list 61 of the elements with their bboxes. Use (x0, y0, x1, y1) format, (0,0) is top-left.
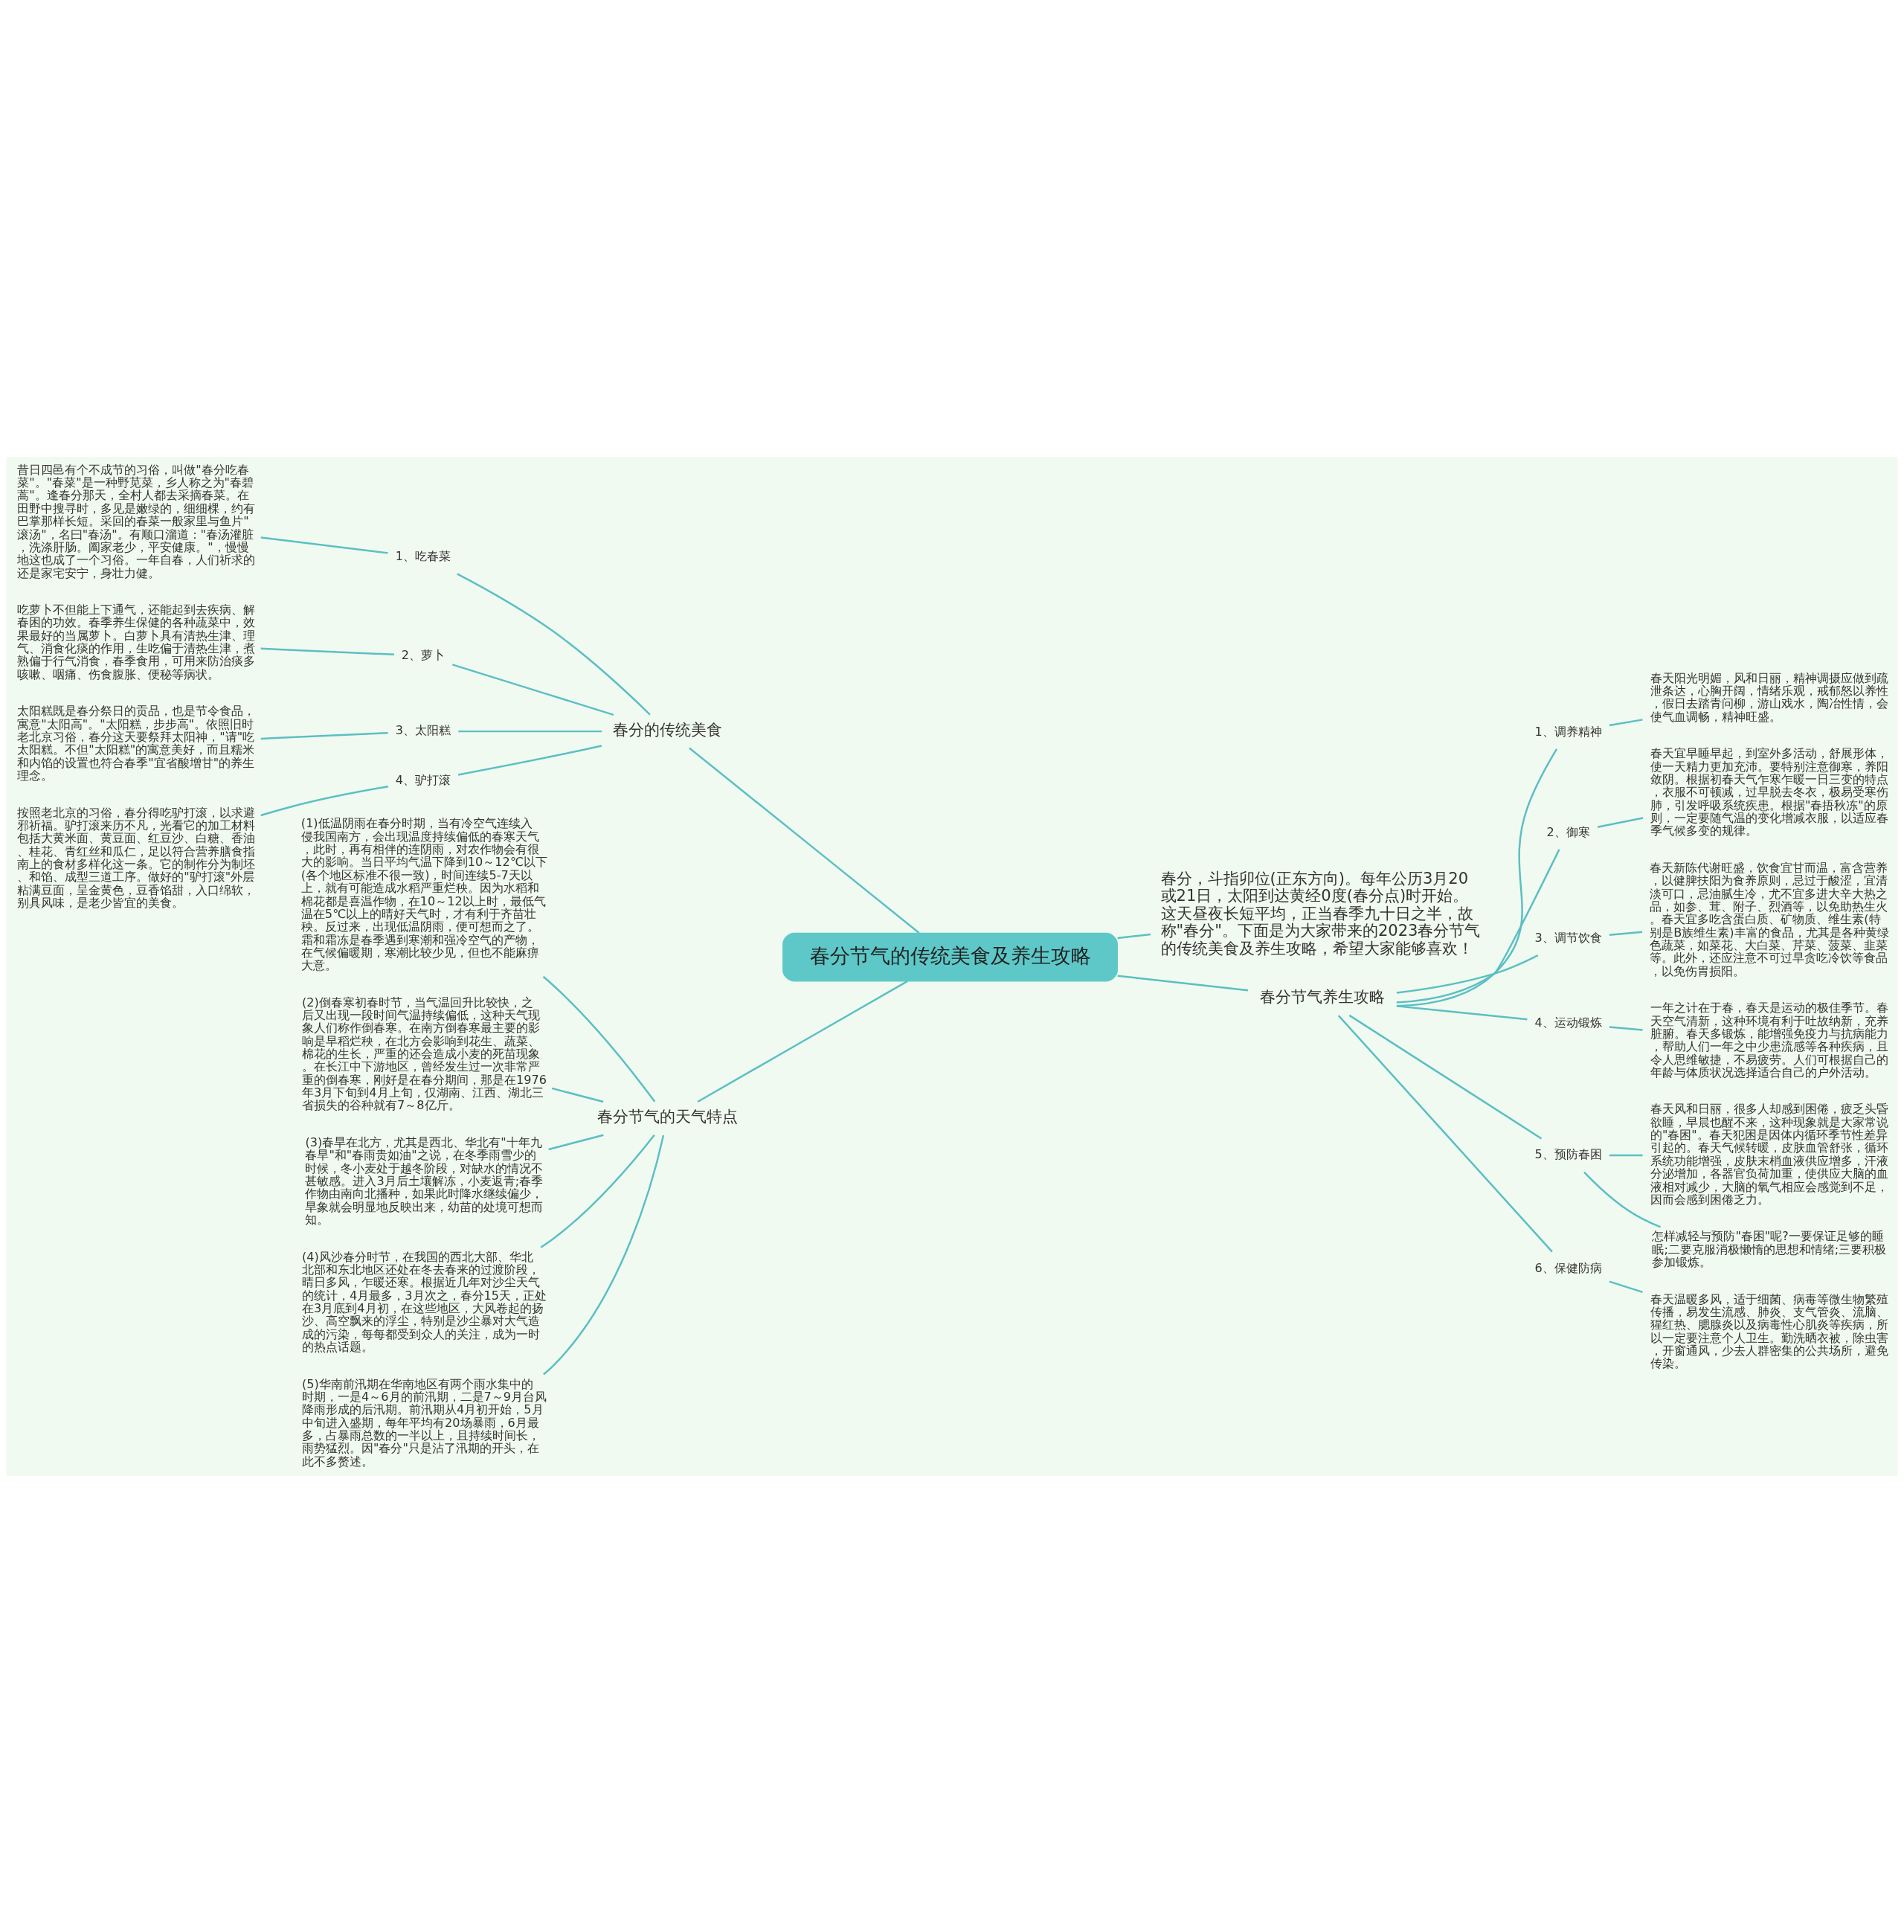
node-text: 1、调养精神 (1534, 724, 1602, 739)
connector (1396, 1004, 1528, 1021)
connector (457, 744, 602, 776)
connector (1396, 748, 1558, 1007)
connector (1597, 816, 1644, 828)
node-text: 春天宜早睡早起，到室外多活动，舒展形体，使一天精力更加充沛。要特别注意御寒，养阳敛阴。根据初春天气乍寒乍暖一日三变的特点，衣服不可顿减，过早脱去冬衣，极易受寒伤肺，引发呼吸系统疾患。根据"春捂秋冻"的原则，一定要随气温的变化增减衣服，以适应春季气候多变的规律。 (1650, 745, 1888, 838)
connector (1609, 1280, 1643, 1293)
node-text: 3、调节饮食 (1534, 930, 1602, 945)
connector (548, 1134, 604, 1150)
node-text: (2)倒春寒初春时节，当气温回升比较快，之后又出现一段时间气温持续偏低，这种天气现象人们称作倒春寒。在南方倒春寒最主要的影响是早稻烂秧，在北方会影响到花生、蔬菜、棉花的生长，严重的还会造成小麦的死苗现象。在长江中下游地区，曾经发生过一次非常严重的倒春寒，刚好是在春分期间，那是在1976年3月下旬到4月上旬，仅湖南、江西、湖北三省损失的谷种就有7～8亿斤。 (302, 995, 547, 1112)
connector (457, 572, 651, 715)
node-text: 春天风和日丽，很多人却感到困倦，疲乏头昏欲睡，早晨也醒不来，这种现象就是大家常说的"春困"。春天犯困是因体内循环季节性差异引起的。春天气候转暖，皮肤血管舒张，循环系统功能增强，皮肤末梢血液供应增多，汗液分泌增加，各器官负荷加重，使供应大脑的血液相对减少，大脑的氧气相应会感觉到不足，因而会感到困倦乏力。 (1650, 1101, 1888, 1207)
connector (1348, 1014, 1543, 1140)
node-text: (1)低温阴雨在春分时期，当有冷空气连续入侵我国南方，会出现温度持续偏低的春寒天气，此时，再有相伴的连阴雨，对农作物会有很大的影响。当日平均气温下降到10～12℃以下(各个地区标准不很一致)，时间连续5-7天以上，就有可能造成水稻严重烂秧。因为水稻和棉花都是喜温作物，在10～12以上时，最低气温在5℃以上的晴好天气时，才有利于齐苗壮秧。反过来，出现低温阴雨，便可想而之了。霜和霜冻是春季遇到寒潮和强冷空气的产物，在气候偏暖期，寒潮比较少见，但也不能麻痹大意。 (300, 815, 547, 972)
node-text: 一年之计在于春，春天是运动的极佳季节。春天空气清新，这种环境有利于吐故纳新，充养脏腑。春天多锻炼，能增强免疫力与抗病能力，帮助人们一年之中少患流感等各种疾病，且令人思维敏捷，不易疲劳。人们可根据自己的年龄与体质状况选择适合自己的户外活动。 (1650, 1000, 1888, 1079)
node-text: 昔日四邑有个不成节的习俗，叫做"春分吃春菜"。"春菜"是一种野苋菜，乡人称之为"春碧蒿"。逢春分那天，全村人都去采摘春菜。在田野中搜寻时，多见是嫩绿的，细细棵，约有巴掌那样长短。采回的春菜一般家里与鱼片"滚汤"，名曰"春汤"。有顺口溜道："春汤灌脏，洗涤肝肠。阖家老少，平安健康。"，慢慢地这也成了一个习俗。一年自春，人们祈求的还是家宅安宁，身壮力健。 (17, 462, 256, 580)
connector (697, 980, 908, 1103)
connector (260, 785, 389, 816)
connector (1609, 718, 1643, 726)
connector (551, 1087, 604, 1103)
connector (540, 1134, 655, 1248)
connector (260, 536, 388, 554)
node-text: 1、吃春菜 (395, 548, 451, 563)
node-text: 吃萝卜不但能上下通气，还能起到去疾病、解春困的功效。春季养生保健的各种蔬菜中，效果最好的当属萝卜。白萝卜具有清热生津、理气、消食化痰的作用，生吃偏于清热生津，煮熟偏于行气消食，春季食用，可用来防治痰多咳嗽、咽痛、伤食腹胀、便秘等病状。 (17, 602, 256, 681)
connector (1583, 1171, 1662, 1228)
connector (1337, 1014, 1553, 1252)
node-text: 4、驴打滚 (395, 772, 451, 787)
node-text: 2、萝卜 (401, 647, 446, 662)
connector (260, 647, 394, 655)
node-box: 春分节气的传统美食及养生攻略 (782, 932, 1118, 981)
connector (1609, 1154, 1643, 1156)
node-text: (3)春旱在北方，尤其是西北、华北有"十年九春旱"和"春雨贵如油"之说，在冬季雨雪少的时候，冬小麦处于越冬阶段，对缺水的情况不甚敏感。进入3月后土壤解冻，小麦返青;春季作物由南向北播种，如果此时降水继续偏少，旱象就会明显地反映出来，幼苗的处境可想而知。 (305, 1135, 544, 1227)
connector (1609, 930, 1643, 936)
node-text: 2、御寒 (1546, 824, 1590, 839)
node-text: 6、保健防病 (1534, 1260, 1602, 1274)
connector (1117, 974, 1249, 992)
node-text: 太阳糕既是春分祭日的贡品，也是节令食品，寓意"太阳高"。"太阳糕，步步高"。依照旧时老北京习俗，春分这天要祭拜太阳神，"请"吃太阳糕。不但"太阳糕"的寓意美好，而且糯米和内馅的设置也符合春季"宜省酸增甘"的养生理念。 (17, 703, 256, 783)
node-text: 按照老北京的习俗，春分得吃驴打滚，以求避邪祈福。驴打滚来历不凡，光看它的加工材料包括大黄米面、黄豆面、红豆沙、白糖、香油、桂花、青红丝和瓜仁，足以符合营养膳食指南上的食材多样化这一条。它的制作分为制坯、和馅、成型三道工序。做好的"驴打滚"外层粘满豆面，呈金黄色，豆香馅甜，入口绵软，别具风味，是老少皆宜的美食。 (17, 805, 256, 910)
node-text: 怎样减轻与预防"春困"呢?一要保证足够的睡眠;二要克服消极懒惰的思想和情绪;三要积极参加锻炼。 (1652, 1228, 1887, 1269)
node-text: (5)华南前汛期在华南地区有两个雨水集中的时期，一是4～6月的前汛期，二是7～9月台风降雨形成的后汛期。前汛期从4月初开始，5月中旬进入盛期，每年平均有20场暴雨，6月最多，占暴雨总数的一半以上，且持续时间长，雨势猛烈。因"春分"只是沾了汛期的开头，在此不多赘述。 (302, 1376, 547, 1469)
node-text: (4)风沙春分时节，在我国的西北大部、华北北部和东北地区还处在冬去春来的过渡阶段，晴日多风，乍暖还寒。根据近几年对沙尘天气的统计，4月最多，3月次之，春分15天，正处在3月底到4月初，在这些地区，大风卷起的扬沙、高空飘来的浮尘，特别是沙尘暴对大气造成的污染，每每都受到众人的关注，成为一时的热点话题。 (302, 1249, 547, 1354)
node-text: 4、运动锻炼 (1534, 1015, 1602, 1030)
connector (1117, 933, 1151, 939)
connector (689, 747, 920, 934)
node-text: 春天新陈代谢旺盛，饮食宜甘而温，富含营养，以健脾扶阳为食养原则，忌过于酸涩，宜清淡可口，忌油腻生冷，尤不宜多进大辛大热之品，如参、茸、附子、烈酒等，以免助热生火。春天宜多吃含蛋白质、矿物质、维生素(特别是B族维生素)丰富的食品，尤其是各种黄绿色蔬菜，如菜花、大白菜、芹菜、菠菜、韭菜等。此外，还应注意不可过早贪吃冷饮等食品，以免伤胃损阳。 (1650, 860, 1889, 978)
connector (1396, 848, 1560, 1004)
connector (543, 1135, 665, 1375)
connector (458, 730, 602, 732)
node-text: 春分的传统美食 (613, 719, 723, 739)
connector (451, 663, 614, 716)
connector (1396, 954, 1539, 994)
connector (1609, 1025, 1643, 1031)
node-text: 春分节气的天气特点 (597, 1106, 739, 1126)
node-text: 3、太阳糕 (395, 722, 451, 737)
connector (542, 975, 656, 1103)
node-text: 春天温暖多风，适于细菌、病毒等微生物繁殖传播，易发生流感、肺炎、支气管炎、流脑、猩红热、腮腺炎以及病毒性心肌炎等疾病，所以一定要注意个人卫生。勤洗晒衣被，除虫害，开窗通风，少去人群密集的公共场所，避免传染。 (1650, 1291, 1888, 1370)
node-text: 5、预防春困 (1534, 1146, 1602, 1161)
node-text: 春分，斗指卯位(正东方向)。每年公历3月20或21日，太阳到达黄经0度(春分点)时开始。这天昼夜长短平均，正当春季九十日之半，故称"春分"。下面是为大家带来的2023春分节气的传统美食及养生攻略，希望大家能够喜欢！ (1160, 868, 1481, 957)
node-text: 春分节气养生攻略 (1259, 986, 1385, 1006)
connector (260, 731, 388, 739)
node-text: 春天阳光明媚，风和日丽，精神调摄应做到疏泄条达，心胸开阔，情绪乐观，戒郁怒以养性，假日去踏青问柳，游山戏水，陶冶性情，会使气血调畅，精神旺盛。 (1650, 670, 1888, 724)
